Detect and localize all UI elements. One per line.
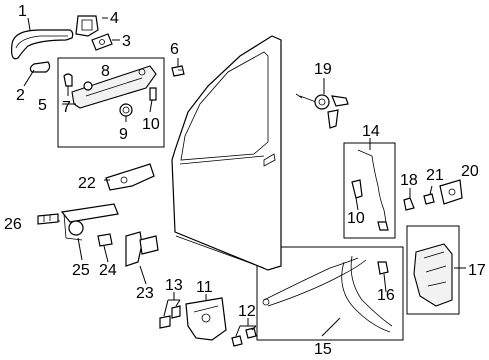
lock-cylinder [295,93,349,129]
latch-actuator [413,243,453,307]
bolt-21 [423,193,435,205]
latch-11 [185,297,227,341]
callout-17: 17 [468,262,486,279]
callout-9: 9 [119,126,128,143]
callout-4: 4 [110,10,119,27]
striker-20 [439,179,463,205]
callout-1: 1 [18,3,27,20]
callout-11: 11 [196,279,213,296]
callout-6: 6 [170,41,179,58]
callout-22: 22 [78,175,96,192]
lock-rod [351,149,389,231]
callout-14: 14 [362,123,380,140]
callout-2: 2 [16,87,25,104]
clip-16 [377,261,389,275]
gasket [91,33,113,51]
handle-cap [29,61,51,73]
callout-20: 20 [461,163,479,180]
leader-lines [23,17,466,337]
callout-23: 23 [136,285,154,302]
clip-10-upper [149,87,157,101]
inner-handle-group-box [57,57,165,148]
cables [262,255,393,333]
bolt-6 [171,65,185,77]
callout-5: 5 [38,97,47,114]
bezel-9 [119,103,133,117]
callout-26: 26 [4,216,22,233]
hinge-upper [105,163,155,191]
callout-10-upper: 10 [142,116,160,133]
callout-12: 12 [238,303,256,320]
door-shell [171,35,282,271]
callout-18: 18 [400,172,418,189]
callout-3: 3 [122,33,131,50]
callout-21: 21 [426,167,444,184]
clip-7 [63,73,73,87]
callout-24: 24 [99,262,117,279]
cable-group-box [256,246,404,341]
clips-13 [159,305,181,329]
hinge-lower [125,231,159,267]
callout-7: 7 [62,99,71,116]
latch-actuator-box [406,225,460,315]
handle-base [75,15,99,37]
callout-8: 8 [101,63,110,80]
callout-10-lower: 10 [347,210,365,227]
callout-25: 25 [72,262,90,279]
callout-16: 16 [377,287,395,304]
clip-8 [83,81,93,91]
callout-13: 13 [165,277,183,294]
screws-12 [231,327,257,347]
screw-18 [403,197,415,211]
callout-15: 15 [314,341,332,358]
callout-19: 19 [314,61,332,78]
bolt-24 [97,233,113,247]
door-checker [60,203,119,241]
bolt-26 [37,213,59,225]
outside-handle [11,29,74,60]
